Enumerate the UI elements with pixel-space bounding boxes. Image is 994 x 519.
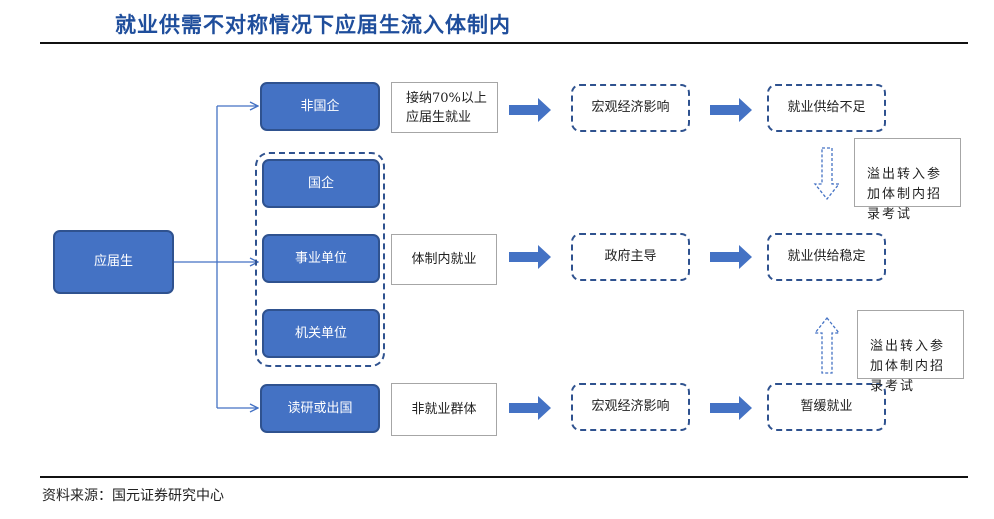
node-macro-impact-1: 宏观经济影响 bbox=[571, 84, 690, 132]
node-macro-impact-2-label: 宏观经济影响 bbox=[591, 399, 670, 414]
block-arrow-r1-b bbox=[710, 98, 752, 122]
node-delayed-employment: 暂缓就业 bbox=[767, 383, 886, 431]
node-supply-stable-label: 就业供给稳定 bbox=[787, 249, 866, 264]
bottom-divider bbox=[40, 476, 968, 478]
block-arrow-r3-b bbox=[710, 396, 752, 420]
note-overflow-1: 溢出转入参 加体制内招 录考试 bbox=[854, 138, 961, 222]
node-non-soe: 非国企 bbox=[260, 82, 380, 131]
node-supply-short-label: 就业供给不足 bbox=[787, 100, 866, 115]
node-soe: 国企 bbox=[262, 159, 380, 208]
down-dashed-arrow bbox=[813, 147, 841, 201]
state-sector-group bbox=[255, 152, 385, 367]
node-absorb-70-label: 接纳70%以上 应届生就业 bbox=[406, 90, 487, 125]
block-arrow-r1-a bbox=[509, 98, 551, 122]
node-government-led: 政府主导 bbox=[571, 233, 690, 281]
node-non-employed-label: 非就业群体 bbox=[411, 401, 477, 417]
node-delayed-employment-label: 暂缓就业 bbox=[800, 399, 853, 414]
block-arrow-r3-a bbox=[509, 396, 551, 420]
node-supply-stable: 就业供给稳定 bbox=[767, 233, 886, 281]
node-in-system: 体制内就业 bbox=[391, 234, 497, 285]
node-government-agency-label: 机关单位 bbox=[294, 325, 347, 341]
block-arrow-r2-b bbox=[710, 245, 752, 269]
note-overflow-1-text: 溢出转入参 加体制内招 录考试 bbox=[867, 167, 943, 222]
node-public-institution: 事业单位 bbox=[262, 234, 380, 283]
node-absorb-70: 接纳70%以上 应届生就业 bbox=[391, 82, 498, 133]
node-soe-label: 国企 bbox=[307, 175, 334, 191]
node-in-system-label: 体制内就业 bbox=[411, 251, 477, 267]
node-study-or-abroad-label: 读研或出国 bbox=[287, 400, 353, 416]
node-graduate-label: 应届生 bbox=[93, 254, 133, 269]
node-study-or-abroad: 读研或出国 bbox=[260, 384, 380, 433]
note-overflow-2-text: 溢出转入参 加体制内招 录考试 bbox=[870, 339, 946, 394]
node-macro-impact-1-label: 宏观经济影响 bbox=[591, 100, 670, 115]
node-government-led-label: 政府主导 bbox=[604, 249, 657, 264]
top-divider bbox=[40, 42, 968, 44]
block-arrow-r2-a bbox=[509, 245, 551, 269]
source-note: 资料来源：国元证券研究中心 bbox=[42, 488, 224, 504]
node-public-institution-label: 事业单位 bbox=[294, 250, 347, 266]
node-non-soe-label: 非国企 bbox=[300, 98, 340, 114]
node-macro-impact-2: 宏观经济影响 bbox=[571, 383, 690, 431]
up-dashed-arrow bbox=[813, 316, 841, 374]
page-title: 就业供需不对称情况下应届生流入体制内 bbox=[115, 13, 511, 37]
node-non-employed: 非就业群体 bbox=[391, 383, 497, 436]
node-government-agency: 机关单位 bbox=[262, 309, 380, 358]
node-graduate: 应届生 bbox=[53, 230, 174, 294]
note-overflow-2: 溢出转入参 加体制内招 录考试 bbox=[857, 310, 964, 394]
node-supply-short: 就业供给不足 bbox=[767, 84, 886, 132]
